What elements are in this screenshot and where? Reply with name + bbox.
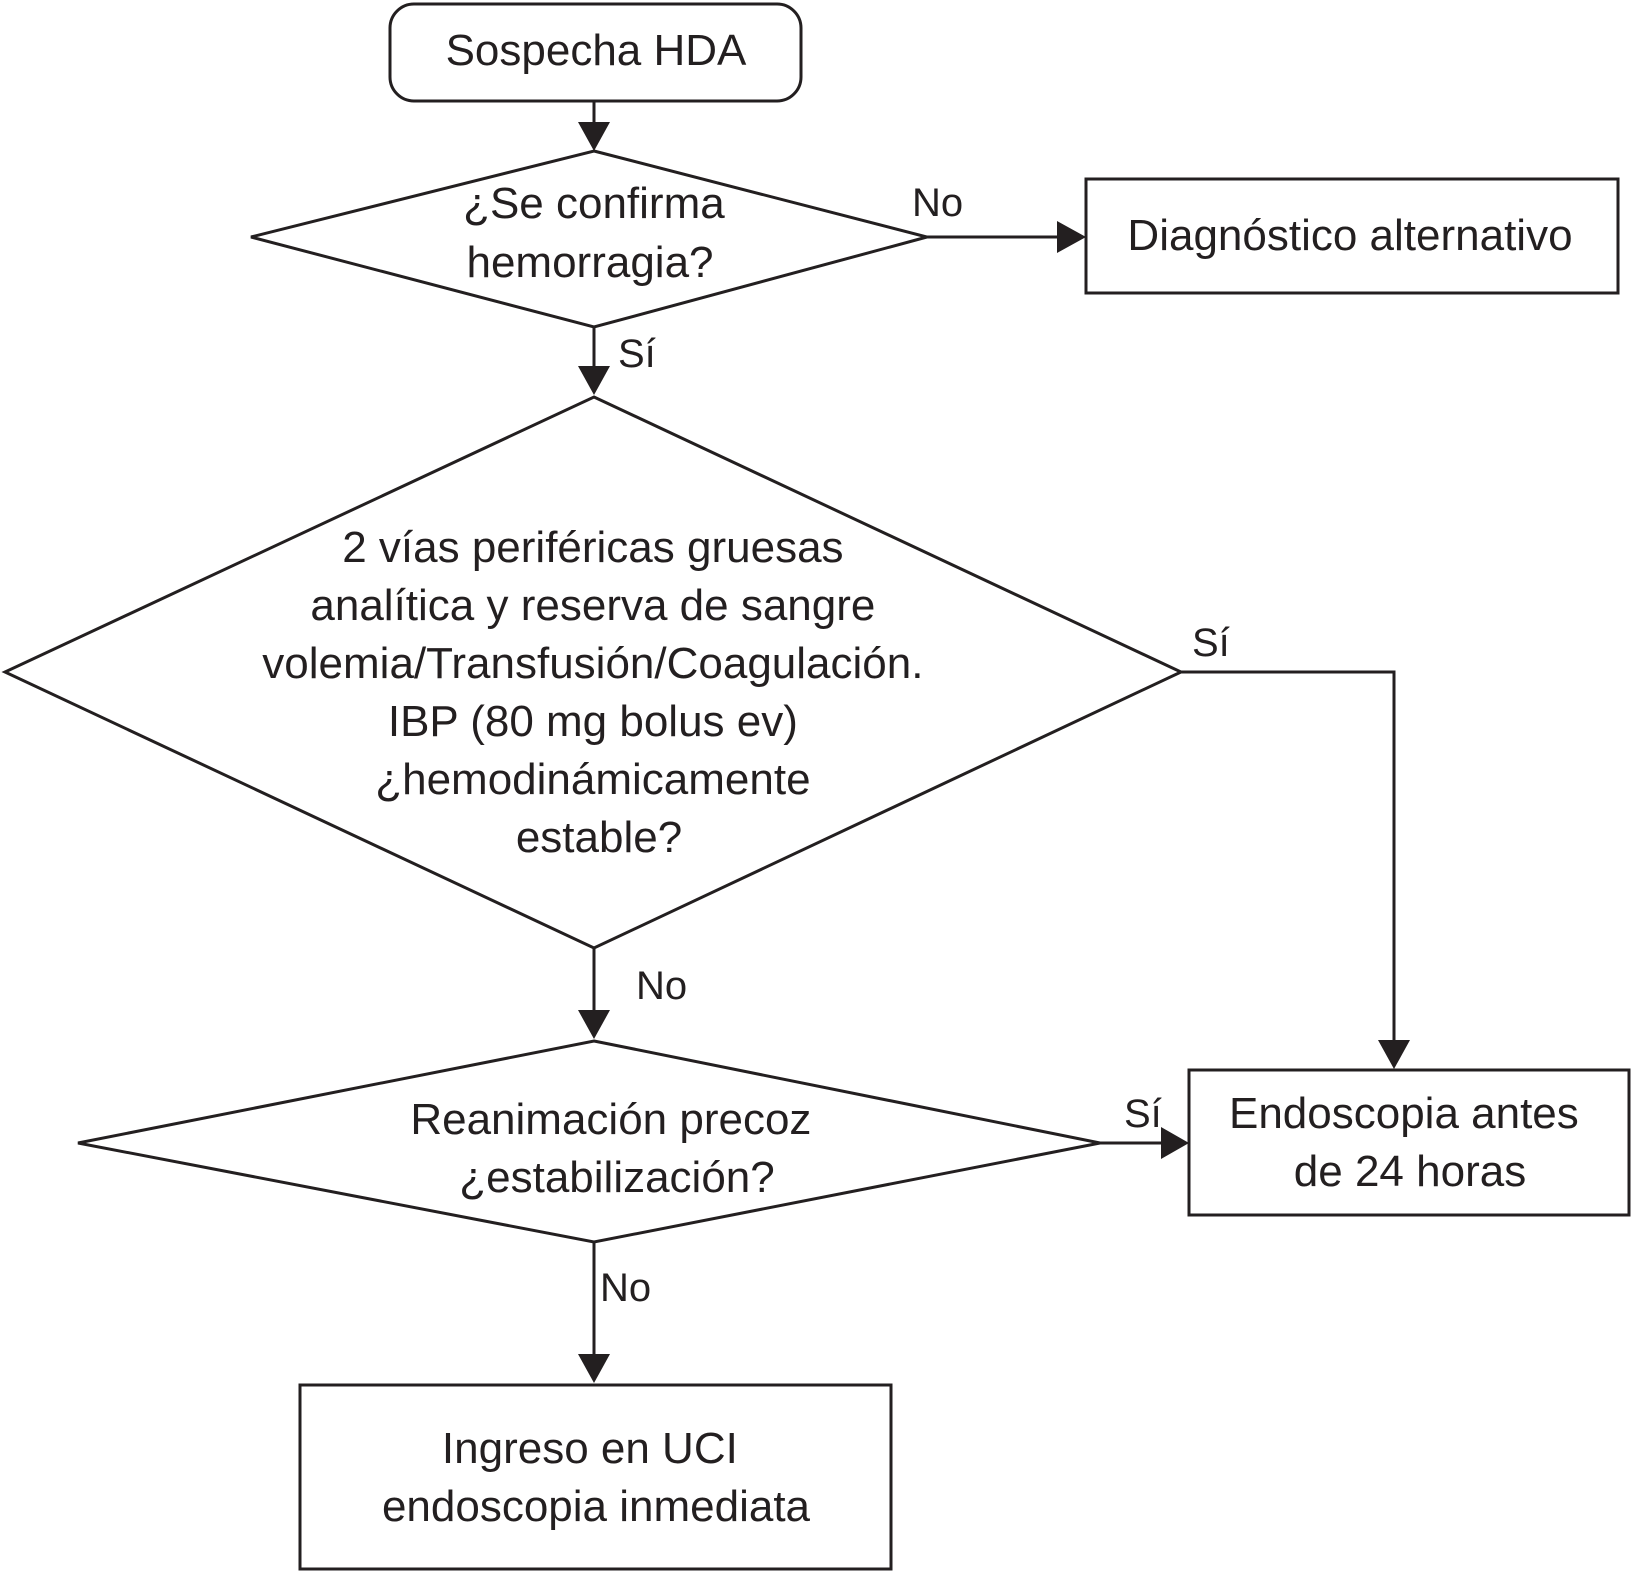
stable-decision [1, 395, 1185, 950]
icu-admission-text: Ingreso en UCI endoscopia inmediata [382, 1424, 811, 1531]
confirm-decision [250, 149, 933, 329]
arrowhead-start-to-confirm [578, 122, 610, 151]
resuscitation-decision [77, 1039, 1101, 1244]
edge-label-stable-yes: Sí [1192, 621, 1230, 665]
edge-label-confirm-yes: Sí [618, 332, 656, 376]
endoscopy-24h-box [1187, 1068, 1631, 1217]
edge-label-confirm-no: No [912, 181, 963, 225]
arrowhead-confirm-no [1057, 221, 1086, 253]
arrowhead-stable-no [578, 1010, 610, 1039]
arrowhead-stable-yes [1378, 1040, 1410, 1069]
resuscitation-decision-text: Reanimación precoz ¿estabilización? [410, 1095, 823, 1202]
endoscopy-24h-text: Endoscopia antes de 24 horas [1229, 1089, 1591, 1196]
icu-admission-box [298, 1383, 893, 1571]
arrowhead-resuscitation-yes [1161, 1127, 1189, 1159]
alternative-diagnosis-text: Diagnóstico alternativo [1127, 211, 1572, 260]
edge-label-stable-no: No [636, 964, 687, 1008]
start-node-text: Sospecha HDA [446, 26, 747, 75]
edge-label-resuscitation-yes: Sí [1124, 1092, 1162, 1136]
arrowhead-confirm-yes [578, 366, 610, 395]
alternative-diagnosis-box [1084, 177, 1620, 295]
start-node [388, 2, 803, 103]
confirm-decision-text: ¿Se confirma hemorragia? [463, 179, 737, 287]
stable-decision-text: 2 vías periféricas gruesas analítica y r… [262, 523, 935, 862]
arrowhead-resuscitation-no [578, 1354, 610, 1383]
edge-label-resuscitation-no: No [600, 1266, 651, 1310]
connector-stable-yes [1181, 670, 1396, 1044]
